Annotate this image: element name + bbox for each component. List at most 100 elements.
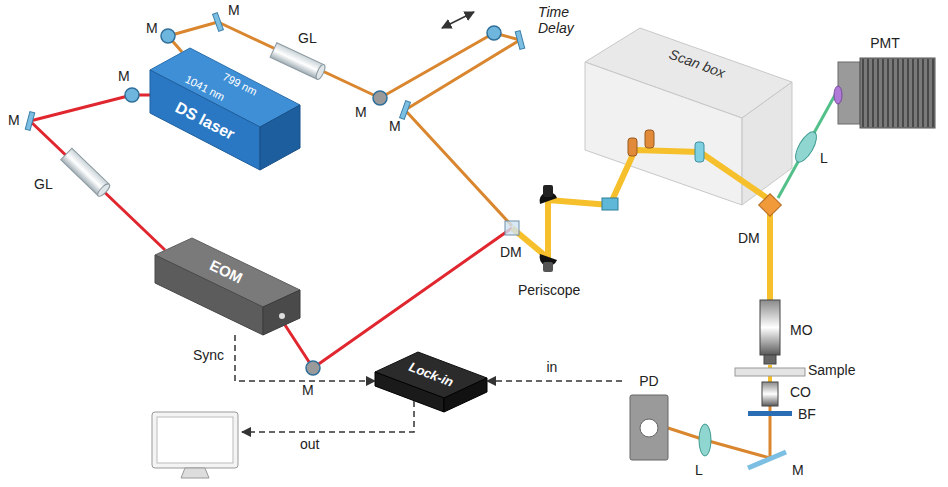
mirror-mount: [487, 26, 501, 40]
device-node: Lock-in: [375, 350, 487, 412]
laser-front: [150, 70, 260, 170]
monitor-screen: [157, 417, 233, 463]
red-beam: [30, 95, 165, 250]
part-label: GL: [298, 30, 317, 46]
part-label: M: [228, 2, 240, 18]
part-label: Periscope: [518, 282, 580, 298]
device-label: Scan box: [667, 47, 727, 81]
dichroic-mirror: [505, 221, 519, 235]
photodiode-box: [630, 395, 668, 460]
lens: [699, 424, 711, 456]
heatsink-fin: [917, 59, 919, 127]
heatsink-fin: [902, 59, 904, 127]
part-label: CO: [790, 384, 811, 400]
mirror: [748, 452, 786, 468]
part-label: M: [792, 462, 804, 478]
galvo-mirror: [645, 130, 654, 148]
eom-front: [155, 255, 263, 335]
mirror-mount: [306, 361, 320, 375]
heatsink-fin: [922, 59, 924, 127]
sync-port: [279, 313, 285, 319]
monitor-frame: [152, 412, 238, 468]
heatsink-fin: [907, 59, 909, 127]
pmt-window: [834, 86, 842, 104]
scan-box-front: [585, 62, 742, 205]
polarizer-body: [270, 43, 324, 79]
device-label: Lock-in: [407, 360, 455, 390]
monitor-stand: [181, 468, 209, 478]
device-label: 1041 nm: [183, 73, 227, 103]
heatsink-fin: [897, 59, 899, 127]
periscope-post: [543, 185, 553, 197]
heatsink-fin: [932, 59, 934, 127]
collection-objective: [762, 382, 778, 406]
yellow-beam: [512, 150, 770, 300]
part-label: Sample: [808, 362, 855, 378]
device-node: EOM: [155, 238, 300, 335]
orange-beam: [168, 22, 520, 226]
lens: [791, 129, 820, 165]
heatsink-fin: [892, 59, 894, 127]
red-beam: [285, 228, 512, 368]
glan-polarizer: [61, 148, 112, 198]
mirror-mount: [373, 91, 387, 105]
part-label: Time Delay: [538, 4, 586, 36]
part-label: BF: [798, 406, 816, 422]
polarizer-end: [314, 63, 326, 80]
part-label: M: [8, 112, 20, 128]
objective-tip: [764, 355, 776, 364]
part-label: GL: [34, 176, 53, 192]
mirror-mount: [161, 29, 175, 43]
green-beam: [778, 95, 835, 198]
device-label: EOM: [207, 257, 245, 287]
signal-label: in: [545, 359, 560, 375]
part-label: M: [302, 382, 314, 398]
heatsink-fin: [877, 59, 879, 127]
eom-side: [263, 290, 300, 335]
device-node: 799 nm1041 nmDS laser: [150, 46, 302, 172]
blocking-filter: [748, 411, 792, 416]
device-node: PD: [622, 372, 674, 464]
heatsink-fin: [927, 59, 929, 127]
glan-polarizer: [270, 43, 327, 81]
delay-arrow: [442, 12, 474, 28]
part-label: L: [820, 150, 828, 166]
mirror: [25, 112, 34, 131]
mirror: [400, 101, 411, 120]
mirror: [213, 13, 224, 32]
scan-prism: [602, 198, 618, 210]
device-label: PMT: [870, 36, 900, 51]
galvo-mirror: [628, 138, 637, 156]
periscope-post: [543, 262, 553, 272]
part-label: MO: [790, 322, 813, 338]
heatsink: [860, 58, 935, 128]
device-label: 799 nm: [221, 70, 259, 97]
mirror-mount: [125, 88, 139, 102]
signal-cable: [487, 380, 622, 382]
laser-side: [260, 105, 300, 170]
part-label: DM: [738, 230, 760, 246]
part-label: M: [355, 104, 367, 120]
part-label: M: [146, 20, 158, 36]
heatsink-fin: [872, 59, 874, 127]
device-node: PMT: [825, 32, 940, 132]
part-label: L: [695, 462, 703, 478]
polarizer-end: [96, 182, 111, 198]
objective: [760, 300, 780, 355]
device-node: Scan box: [585, 28, 792, 205]
heatsink-fin: [882, 59, 884, 127]
heatsink-fin: [862, 59, 864, 127]
heatsink-fin: [912, 59, 914, 127]
output-wire: [242, 401, 414, 432]
part-label: M: [389, 118, 401, 134]
signal-cable: [235, 335, 375, 381]
dichroic-cube: [759, 194, 782, 217]
part-label: out: [300, 436, 319, 452]
signal-label: Sync: [191, 347, 226, 363]
heatsink-fin: [887, 59, 889, 127]
part-label: M: [118, 68, 130, 84]
device-label: DS laser: [172, 99, 237, 144]
photodiode-window: [640, 419, 658, 437]
device-label: PD: [639, 374, 658, 389]
